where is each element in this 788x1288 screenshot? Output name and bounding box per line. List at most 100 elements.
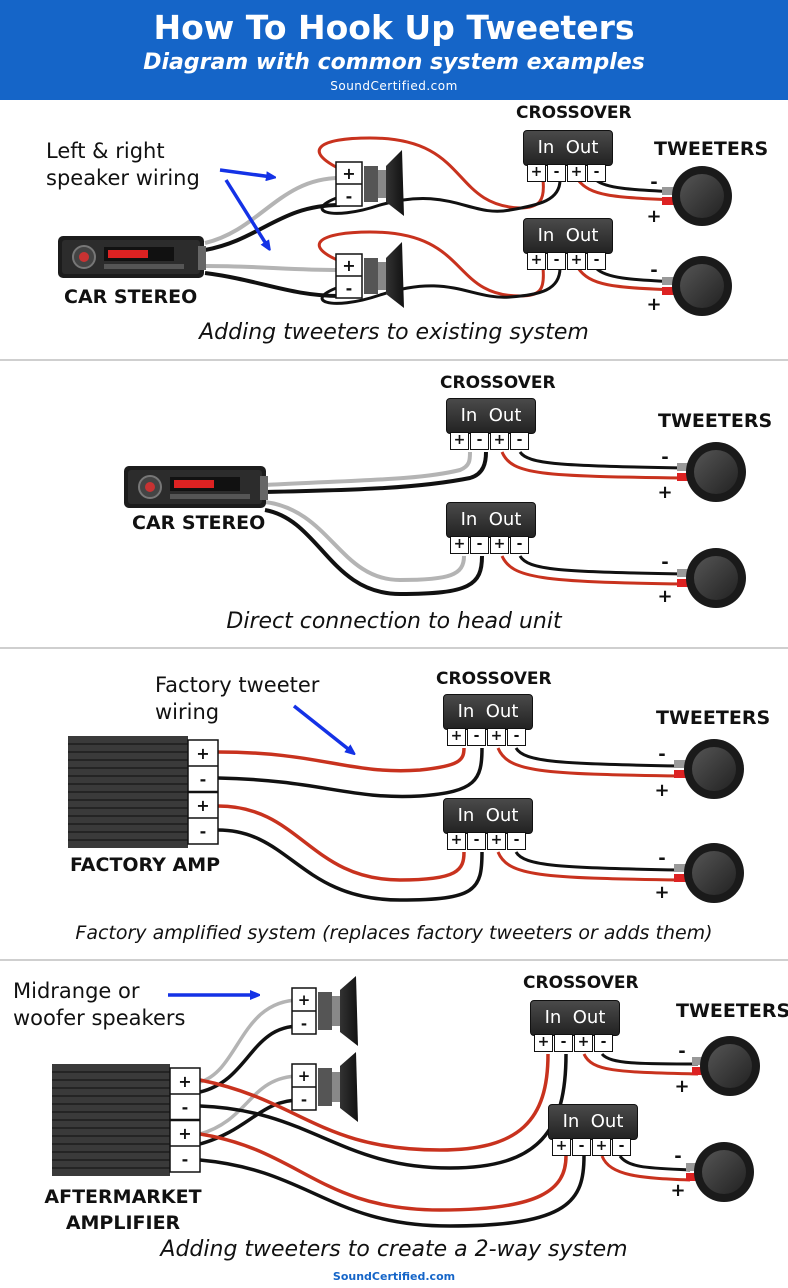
terminal: + — [490, 432, 509, 450]
crossover-icon: In Out+-+- — [523, 218, 613, 270]
terminal: - — [572, 1138, 591, 1156]
terminal: - — [547, 164, 566, 182]
crossover-icon: In Out+-+- — [443, 798, 533, 850]
svg-text:+: + — [670, 1180, 685, 1201]
svg-text:+: + — [654, 780, 669, 801]
source-label: FACTORY AMP — [70, 854, 221, 876]
wire-red — [217, 804, 466, 882]
arrow-icon — [224, 179, 268, 247]
terminal: - — [510, 432, 529, 450]
speaker-icon: + - — [335, 150, 404, 216]
svg-text:+: + — [657, 482, 672, 503]
tweeter-icon — [692, 1036, 760, 1096]
svg-text:-: - — [674, 1146, 681, 1167]
terminal: + — [592, 1138, 611, 1156]
svg-text:-: - — [661, 447, 668, 468]
wire-red — [496, 747, 681, 778]
crossover-in-label: In — [457, 701, 475, 722]
site-name: SoundCertified.com — [330, 79, 458, 93]
terminal: - — [507, 728, 526, 746]
wire-black — [264, 451, 488, 494]
terminal: - — [507, 832, 526, 850]
tweeter-icon — [677, 442, 746, 502]
terminal: - — [467, 832, 486, 850]
svg-text:-: - — [182, 1150, 189, 1169]
svg-text:+: + — [196, 744, 209, 763]
crossover-icon: In Out+-+- — [548, 1104, 638, 1156]
terminal: - — [587, 252, 606, 270]
wire-red — [500, 451, 685, 480]
wire-black — [217, 828, 484, 902]
panel-1-diagram: + - + - - + - — [58, 136, 732, 316]
tweeters-label: TWEETERS — [654, 138, 769, 160]
crossover-icon: In Out+-+- — [446, 502, 536, 554]
page-title: How To Hook Up Tweeters — [153, 8, 635, 47]
wire-red — [199, 1132, 568, 1212]
crossover-label: CROSSOVER — [440, 373, 556, 393]
wire-black — [618, 1155, 691, 1172]
wire-red — [496, 851, 681, 882]
wire-red — [600, 1155, 691, 1182]
tweeters-label: TWEETERS — [676, 1000, 788, 1022]
svg-text:-: - — [301, 1015, 307, 1033]
wire-red — [217, 747, 466, 773]
svg-text:-: - — [346, 279, 353, 298]
svg-text:-: - — [301, 1091, 307, 1109]
terminal: + — [527, 252, 546, 270]
panel-3-diagram: + - + - - + - + — [68, 704, 744, 903]
wire-black — [199, 1024, 301, 1094]
crossover-label: CROSSOVER — [516, 103, 632, 123]
svg-text:-: - — [650, 260, 657, 281]
wire-black — [204, 203, 341, 252]
crossover-in-label: In — [457, 805, 475, 826]
tweeters-label: TWEETERS — [656, 707, 771, 729]
panel-caption: Adding tweeters to existing system — [199, 320, 589, 345]
svg-text:+: + — [342, 164, 355, 183]
svg-text:+: + — [654, 882, 669, 903]
terminal: + — [490, 536, 509, 554]
amplifier-icon: + - + - — [52, 1064, 201, 1176]
car-stereo-icon — [124, 466, 268, 508]
svg-text:-: - — [200, 770, 207, 789]
terminal: - — [547, 252, 566, 270]
source-label: CAR STEREO — [64, 286, 198, 308]
wire-black — [320, 179, 562, 215]
terminal: + — [450, 536, 469, 554]
wire-red — [576, 179, 681, 202]
speaker-icon: + - — [335, 242, 404, 308]
factory-amp-icon: + - + - — [68, 736, 219, 848]
panel-caption: Adding tweeters to create a 2-way system — [160, 1237, 628, 1262]
terminal: + — [567, 252, 586, 270]
crossover-in-label: In — [537, 225, 555, 246]
wiring-note: Left & right speaker wiring — [46, 138, 200, 192]
wire-black — [217, 747, 484, 799]
terminal: - — [510, 536, 529, 554]
svg-text:+: + — [646, 294, 661, 315]
terminal: + — [487, 728, 506, 746]
svg-text:+: + — [674, 1076, 689, 1097]
svg-text:+: + — [298, 991, 311, 1009]
svg-text:-: - — [650, 172, 657, 193]
speaker-icon: + - — [291, 1052, 358, 1122]
wire-black — [514, 851, 681, 872]
tweeter-icon — [674, 843, 744, 903]
svg-text:+: + — [657, 586, 672, 607]
wire-black — [518, 555, 685, 576]
panel-caption: Factory amplified system (replaces facto… — [75, 922, 713, 944]
svg-text:-: - — [661, 552, 668, 573]
crossover-out-label: Out — [590, 1111, 624, 1132]
tweeter-icon — [674, 739, 744, 799]
wire-red — [500, 555, 685, 586]
wire-gray — [264, 500, 466, 583]
terminal: + — [552, 1138, 571, 1156]
arrow-icon — [219, 168, 272, 177]
wiring-note-text: Factory tweeter wiring — [155, 673, 320, 724]
crossover-label: CROSSOVER — [436, 669, 552, 689]
speakers-note: Midrange or woofer speakers — [13, 978, 185, 1032]
speaker-icon: + - — [291, 976, 358, 1046]
crossover-icon: In Out+-+- — [446, 398, 536, 450]
page-subtitle: Diagram with common system examples — [143, 50, 645, 75]
crossover-in-label: In — [460, 509, 478, 530]
wiring-note: Factory tweeter wiring — [155, 672, 319, 726]
